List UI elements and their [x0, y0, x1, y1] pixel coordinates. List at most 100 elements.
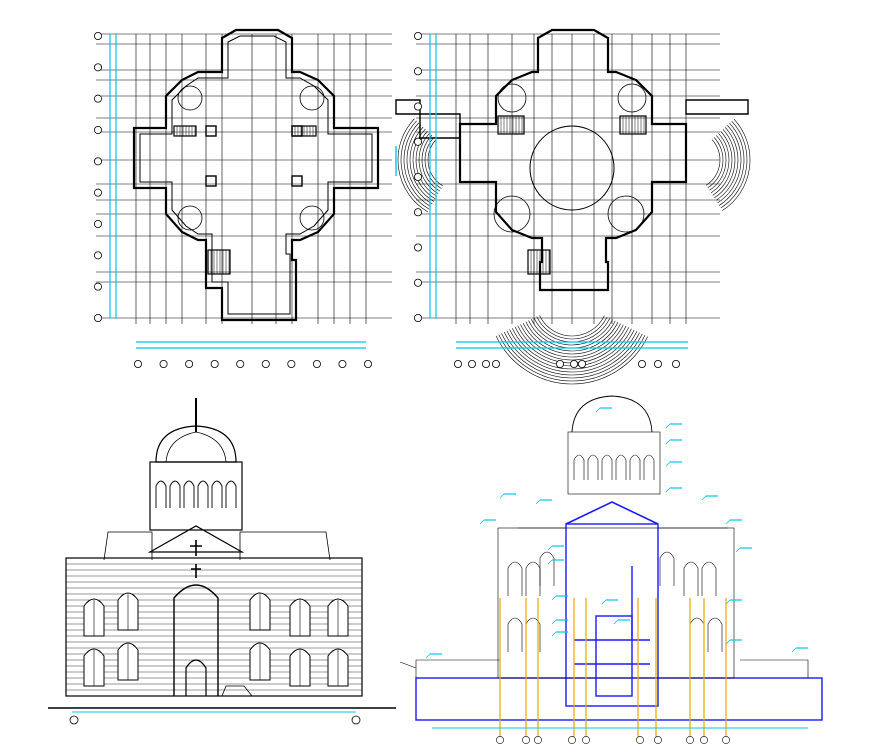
grid-bubble — [413, 243, 422, 252]
plan2-grid-bubbles-left — [413, 32, 422, 322]
grid-bubble — [636, 736, 644, 744]
section-roof-truss — [565, 501, 659, 525]
plan2-apse-nw — [497, 83, 527, 113]
plan1-pier — [205, 175, 217, 187]
plan1-apse-nw — [177, 85, 203, 111]
drum-window — [169, 480, 181, 508]
plan1-grid-bubbles-bottom — [133, 359, 372, 368]
grid-bubble — [722, 736, 730, 744]
elevation-drum — [149, 461, 243, 531]
level-leader — [665, 439, 671, 445]
elevation-entrance-door — [185, 659, 207, 696]
plan2-west-wing — [395, 99, 461, 139]
grid-bubble — [534, 736, 542, 744]
porch-step — [710, 133, 730, 194]
grid-bubble — [638, 359, 647, 368]
grid-bubble — [654, 736, 662, 744]
section-ground-tick — [399, 661, 417, 669]
plan2-outer-wall — [458, 28, 688, 292]
stair-block — [207, 249, 231, 275]
grid-bubble — [568, 736, 576, 744]
grid-bubble — [413, 137, 422, 146]
grid-bubble — [491, 359, 500, 368]
porch-step — [403, 122, 431, 207]
drum-window — [225, 480, 237, 508]
drum-arch — [601, 454, 613, 480]
elevation-portal-cross — [191, 564, 201, 578]
porch-step — [531, 319, 613, 346]
plan2-grid-bubbles-bottom — [453, 359, 681, 368]
plan1-apse-sw — [177, 205, 203, 231]
drum-arch — [587, 454, 599, 480]
porch-step — [536, 316, 608, 340]
section-level-markers — [425, 407, 808, 659]
level-leader — [701, 495, 707, 501]
grid-bubble — [210, 359, 219, 368]
level-leader — [665, 423, 671, 429]
drum-arch — [573, 454, 585, 480]
porch-step — [517, 325, 627, 361]
grid-bubble — [686, 736, 694, 744]
grid-bubble — [570, 359, 579, 368]
grid-bubble — [496, 736, 504, 744]
porch-step — [418, 132, 439, 194]
arched-opening — [707, 617, 723, 652]
grid-bubble — [654, 359, 663, 368]
grid-bubble — [312, 359, 321, 368]
plan2-dimension-lines — [429, 34, 688, 349]
porch-step — [421, 135, 440, 192]
grid-bubble — [413, 278, 422, 287]
plan1-grid-bubbles-left — [94, 32, 103, 322]
stair-block — [527, 249, 551, 275]
plan1-grid-lines — [96, 33, 392, 324]
level-leader — [601, 599, 607, 605]
grid-bubble — [413, 32, 422, 41]
grid-bubble — [556, 359, 565, 368]
elevation-central-portal — [173, 584, 219, 696]
grid-bubble — [413, 67, 422, 76]
drum-window — [183, 480, 195, 508]
level-leader — [725, 639, 731, 645]
section-floors — [574, 566, 650, 697]
grid-bubble — [94, 63, 103, 72]
plan2-drum-sw — [493, 195, 531, 233]
porch-step — [409, 126, 434, 202]
porch-step — [495, 335, 648, 385]
porch-step — [719, 122, 745, 206]
plan1-stairs — [173, 125, 317, 275]
grid-bubble — [94, 251, 103, 260]
porch-step — [539, 315, 605, 337]
grid-bubble — [413, 313, 422, 322]
plan2-porch-south — [495, 315, 648, 385]
level-leader — [547, 545, 553, 551]
section-drum-arches — [573, 454, 655, 480]
plan2-central-dome — [529, 125, 615, 211]
grid-bubble — [578, 359, 587, 368]
porch-step — [400, 120, 430, 210]
grid-bubble — [94, 32, 103, 41]
level-leader — [791, 647, 797, 653]
porch-step — [498, 334, 646, 382]
grid-bubble — [133, 359, 142, 368]
arched-opening — [539, 551, 555, 586]
stair-block — [173, 125, 197, 137]
arched-opening — [701, 561, 717, 596]
arched-opening — [683, 561, 699, 596]
level-leader — [665, 487, 671, 493]
front-elevation — [48, 398, 396, 725]
grid-bubble — [467, 359, 476, 368]
grid-bubble — [94, 126, 103, 135]
grid-bubble — [413, 208, 422, 217]
plan1-dimension-lines — [109, 34, 366, 349]
section-dome — [571, 395, 653, 433]
porch-step — [397, 118, 428, 213]
section-terrace — [415, 659, 809, 678]
porch-step — [503, 331, 640, 376]
drum-arch — [629, 454, 641, 480]
grid-bubble — [94, 157, 103, 166]
porch-step — [720, 120, 748, 209]
elevation-masonry-courses — [66, 563, 362, 691]
elevation-grid-bubble-right — [351, 715, 361, 725]
plan2-drum-se — [607, 195, 645, 233]
